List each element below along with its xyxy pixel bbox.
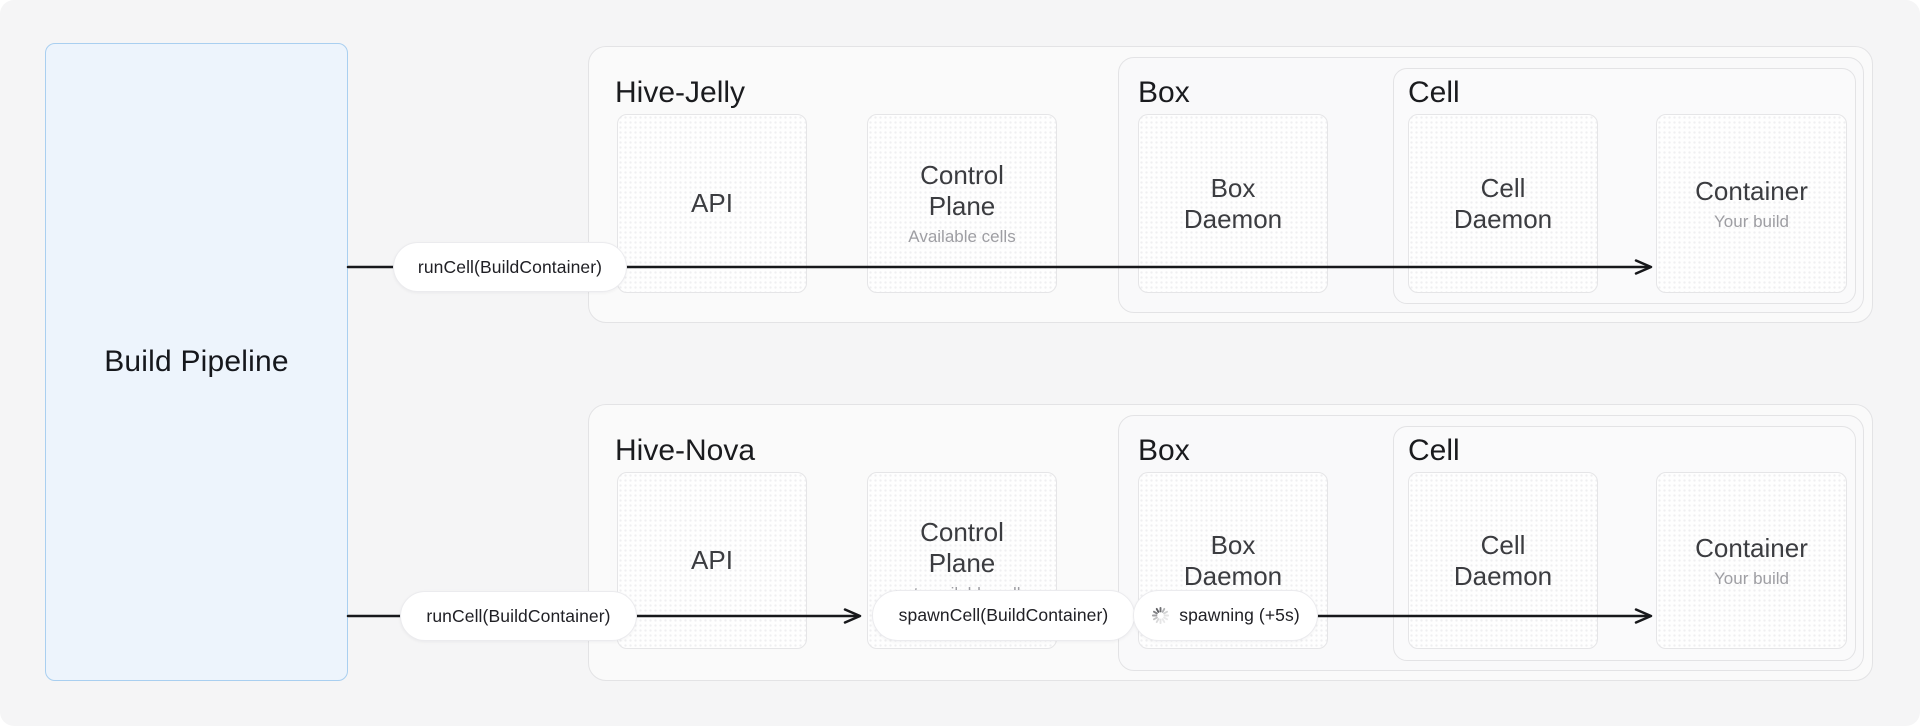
spinner-icon xyxy=(1152,606,1170,625)
api-node: API xyxy=(617,472,807,649)
box-group-title: Box xyxy=(1138,76,1190,109)
node-title: Control Plane xyxy=(920,160,1004,221)
spawn-cell-pill: spawnCell(BuildContainer) xyxy=(872,590,1135,641)
pill-label: spawning (+5s) xyxy=(1179,605,1300,625)
run-cell-pill: runCell(BuildContainer) xyxy=(393,242,627,292)
node-title: API xyxy=(691,545,733,575)
node-subtitle: Your build xyxy=(1714,568,1789,588)
hive-nova-title: Hive-Nova xyxy=(615,434,756,467)
run-cell-pill: runCell(BuildContainer) xyxy=(400,591,637,641)
hive-jelly-title: Hive-Jelly xyxy=(615,76,746,109)
node-title: Cell Daemon xyxy=(1453,172,1553,234)
cell-daemon-node: Cell Daemon xyxy=(1408,472,1598,649)
node-status: Available cells xyxy=(908,227,1016,246)
pipeline-title: Build Pipeline xyxy=(104,345,289,378)
node-title: Cell Daemon xyxy=(1453,529,1553,591)
pill-label: runCell(BuildContainer) xyxy=(426,605,611,626)
node-title: Box Daemon xyxy=(1183,172,1283,234)
cell-group-title: Cell xyxy=(1408,76,1460,109)
node-title: API xyxy=(691,188,733,218)
build-pipeline-card: Build Pipeline xyxy=(45,43,348,681)
box-group-title: Box xyxy=(1138,434,1190,467)
cell-daemon-node: Cell Daemon xyxy=(1408,114,1598,293)
node-title: Container xyxy=(1695,532,1808,563)
container-node: Container Your build xyxy=(1656,472,1847,649)
node-title: Container xyxy=(1695,175,1808,206)
pill-label: runCell(BuildContainer) xyxy=(417,256,603,277)
node-subtitle: Your build xyxy=(1714,211,1789,231)
node-title: Control Plane xyxy=(920,517,1004,578)
control-plane-node: Control Plane Available cells xyxy=(867,114,1057,293)
box-daemon-node: Box Daemon xyxy=(1138,114,1328,293)
container-node: Container Your build xyxy=(1656,114,1847,293)
node-title: Box Daemon xyxy=(1183,529,1283,591)
spawning-status-pill: spawning (+5s) xyxy=(1133,590,1318,641)
api-node: API xyxy=(617,114,807,293)
pill-label: spawnCell(BuildContainer) xyxy=(898,605,1109,625)
cell-group-title: Cell xyxy=(1408,434,1460,467)
